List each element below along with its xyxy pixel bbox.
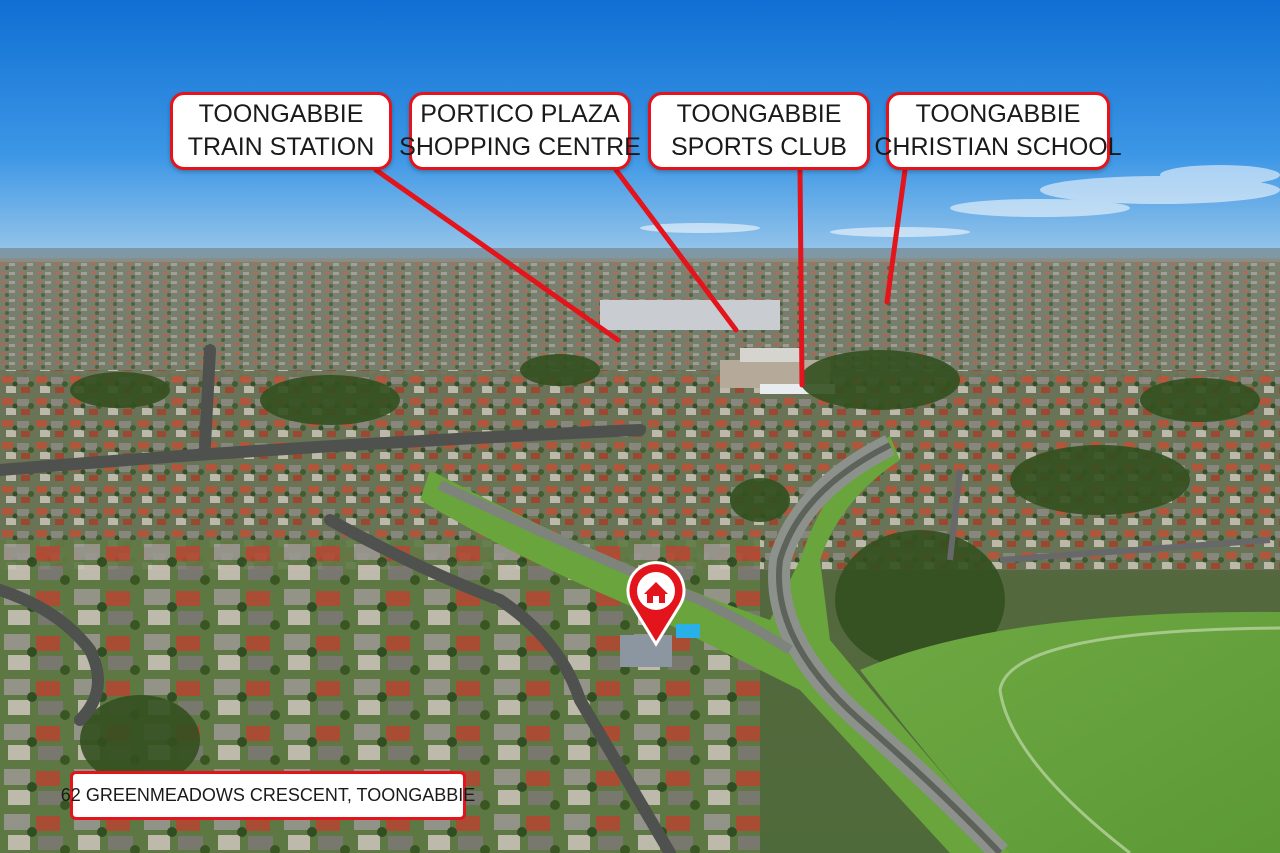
callout-christian-school-line2: CHRISTIAN SCHOOL (874, 133, 1122, 161)
callout-shopping-centre-line2: SHOPPING CENTRE (399, 133, 641, 161)
address-label: 62 GREENMEADOWS CRESCENT, TOONGABBIE (61, 771, 475, 820)
callout-shopping-centre: PORTICO PLAZA SHOPPING CENTRE (399, 92, 641, 170)
callout-train-station-line2: TRAIN STATION (187, 133, 375, 161)
callout-train-station-line1: TOONGABBIE (198, 100, 364, 128)
callout-train-station: TOONGABBIE TRAIN STATION (170, 92, 392, 170)
callout-sports-club: TOONGABBIE SPORTS CLUB (648, 92, 870, 170)
callout-sports-club-line1: TOONGABBIE (676, 100, 842, 128)
callout-sports-club-line2: SPORTS CLUB (671, 133, 847, 161)
callout-christian-school-line1: TOONGABBIE (915, 100, 1081, 128)
home-map-pin-icon (626, 561, 686, 647)
callout-christian-school: TOONGABBIE CHRISTIAN SCHOOL (874, 92, 1122, 170)
callout-shopping-centre-line1: PORTICO PLAZA (420, 100, 620, 128)
